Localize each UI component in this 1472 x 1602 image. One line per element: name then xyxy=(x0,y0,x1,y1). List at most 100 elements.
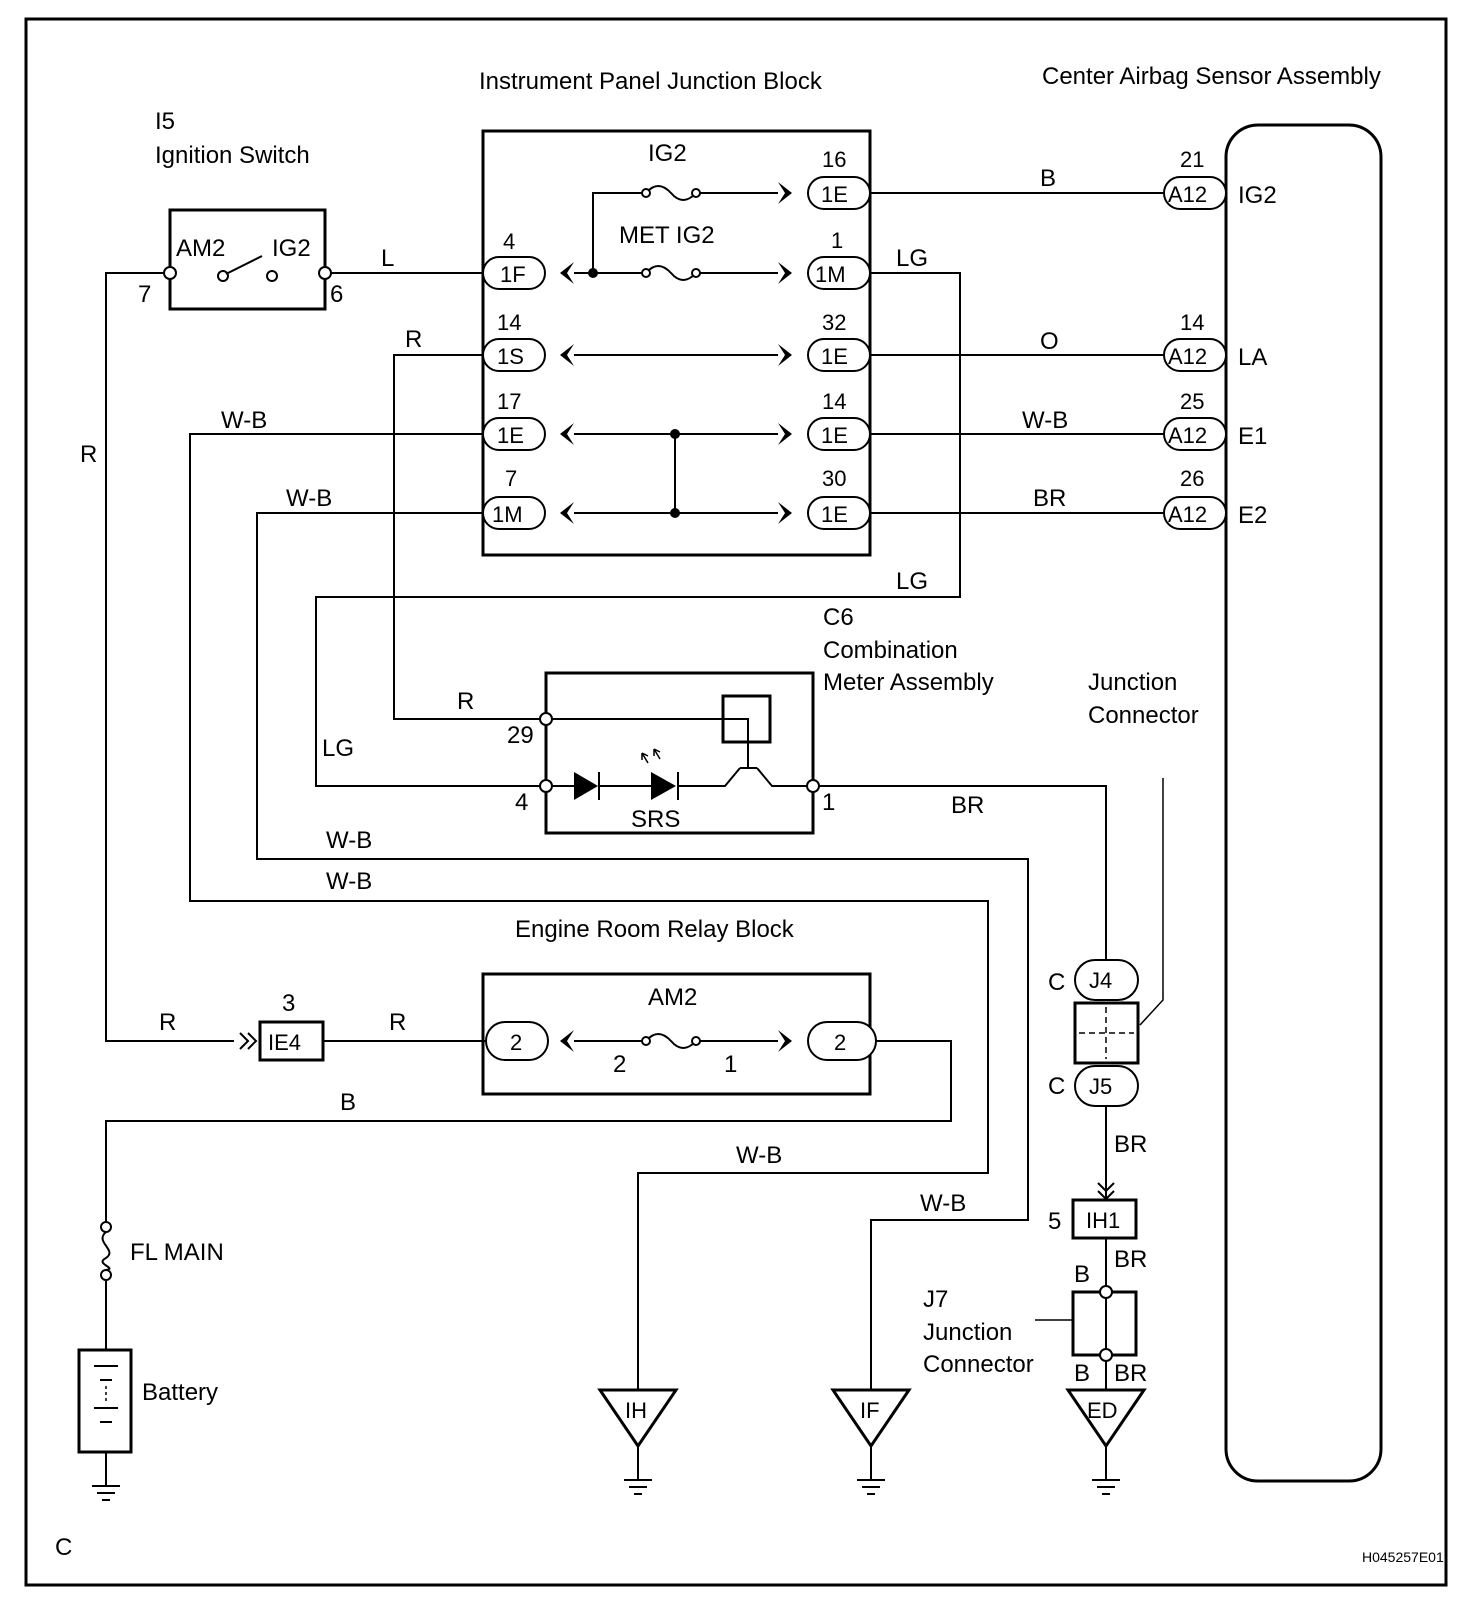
wire-label: W-B xyxy=(286,485,332,512)
svg-text:1M: 1M xyxy=(815,262,846,287)
junction-connector-j4-j5: Junction Connector J4 C J5 C xyxy=(1048,669,1199,1107)
svg-text:A12: A12 xyxy=(1168,182,1207,207)
airbag-pin-la: A12 14 LA xyxy=(1163,310,1267,372)
wire-label: W-B xyxy=(326,827,372,854)
svg-text:Junction: Junction xyxy=(923,1319,1012,1346)
wire-label: LG xyxy=(896,245,928,272)
svg-text:LA: LA xyxy=(1238,344,1267,371)
wire-label: B xyxy=(1040,165,1056,192)
svg-text:C: C xyxy=(1048,969,1065,996)
svg-text:14: 14 xyxy=(1180,310,1204,335)
fuse-am2-label: AM2 xyxy=(648,984,697,1011)
svg-text:32: 32 xyxy=(822,310,846,335)
airbag-pin-ig2: A12 21 IG2 xyxy=(1163,147,1277,210)
wire-label: W-B xyxy=(221,407,267,434)
ip-junction-block-title: Instrument Panel Junction Block xyxy=(479,68,823,95)
svg-text:1: 1 xyxy=(831,228,843,253)
meter-pin-1: 1 xyxy=(822,789,835,816)
wire-label: BR xyxy=(1114,1131,1147,1158)
connector-ie4: IE4 3 xyxy=(239,990,325,1062)
wire-label: R xyxy=(389,1009,406,1036)
wire-label: W-B xyxy=(326,868,372,895)
connector-1f: 1F 4 xyxy=(482,229,574,290)
meter-pin-29: 29 xyxy=(507,722,534,749)
wire-label: L xyxy=(381,245,394,272)
combination-meter-assembly: C6 Combination Meter Assembly 29 4 1 SRS xyxy=(507,604,994,835)
meter-pin-4: 4 xyxy=(515,789,528,816)
ignition-switch: I5 Ignition Switch AM2 IG2 7 6 xyxy=(138,108,343,311)
wires xyxy=(105,192,1164,1390)
ground-ih: IH xyxy=(597,1388,679,1495)
svg-text:1E: 1E xyxy=(821,423,848,448)
fuse-am2-pin-1: 1 xyxy=(724,1051,737,1078)
svg-text:J4: J4 xyxy=(1089,968,1112,993)
wire-label: R xyxy=(159,1009,176,1036)
wire-label: O xyxy=(1040,328,1059,355)
wire-label: LG xyxy=(322,735,354,762)
fuse-am2-pin-2: 2 xyxy=(613,1051,626,1078)
svg-text:1E: 1E xyxy=(821,344,848,369)
svg-text:16: 16 xyxy=(822,147,846,172)
fl-main-label: FL MAIN xyxy=(130,1239,224,1266)
fuse-ig2-label: IG2 xyxy=(648,140,687,167)
page-letter: C xyxy=(55,1534,72,1561)
connector-1m-7: 1M 7 xyxy=(482,466,574,530)
svg-text:IH: IH xyxy=(625,1398,647,1423)
srs-lamp-label: SRS xyxy=(631,806,680,833)
svg-text:26: 26 xyxy=(1180,466,1204,491)
svg-text:IH1: IH1 xyxy=(1086,1208,1120,1233)
combination-meter-name-1: Combination xyxy=(823,637,958,664)
instrument-panel-junction-block: Instrument Panel Junction Block IG2 MET … xyxy=(479,68,872,557)
wire-label: R xyxy=(457,688,474,715)
svg-text:1E: 1E xyxy=(821,502,848,527)
svg-text:IG2: IG2 xyxy=(1238,182,1277,209)
svg-text:BR: BR xyxy=(1114,1246,1147,1273)
wire-label: BR xyxy=(951,792,984,819)
airbag-sensor-title: Center Airbag Sensor Assembly xyxy=(1042,63,1381,90)
connector-1m-1: 1M 1 xyxy=(778,228,871,290)
svg-text:4: 4 xyxy=(503,229,515,254)
svg-text:17: 17 xyxy=(497,389,521,414)
wire-label: BR xyxy=(1033,485,1066,512)
junction-connector-label-2: Connector xyxy=(1088,702,1199,729)
wire-label: W-B xyxy=(736,1142,782,1169)
svg-text:1E: 1E xyxy=(497,423,524,448)
diagram-frame xyxy=(24,17,1448,1587)
wire-label: R xyxy=(80,441,97,468)
figure-id: H045257E01 xyxy=(1362,1549,1444,1565)
svg-text:A12: A12 xyxy=(1168,502,1207,527)
fl-main-fuse: FL MAIN xyxy=(100,1221,224,1281)
wire-label: R xyxy=(405,326,422,353)
svg-text:7: 7 xyxy=(505,466,517,491)
svg-text:BR: BR xyxy=(1114,1360,1147,1387)
wire-label: LG xyxy=(896,568,928,595)
relay-block-conn-left: 2 xyxy=(510,1030,522,1055)
battery: Battery xyxy=(77,1348,218,1501)
engine-room-relay-block: Engine Room Relay Block AM2 2 2 2 1 xyxy=(481,916,877,1096)
center-airbag-sensor-assembly: Center Airbag Sensor Assembly A12 21 IG2… xyxy=(1042,63,1383,1483)
svg-text:14: 14 xyxy=(822,389,846,414)
srs-lamp-led-icon xyxy=(651,772,676,800)
connector-ih1: IH1 5 xyxy=(1048,1182,1138,1240)
svg-text:30: 30 xyxy=(822,466,846,491)
ground-if: IF xyxy=(830,1388,912,1495)
svg-text:ED: ED xyxy=(1087,1398,1118,1423)
battery-label: Battery xyxy=(142,1379,218,1406)
splice-dot xyxy=(670,508,680,518)
svg-text:1S: 1S xyxy=(497,344,524,369)
splice-dot xyxy=(670,429,680,439)
connector-1e-14: 1E 14 xyxy=(778,389,871,451)
connector-1e-30: 1E 30 xyxy=(778,466,871,530)
junction-connector-label-1: Junction xyxy=(1088,669,1177,696)
svg-text:J5: J5 xyxy=(1089,1074,1112,1099)
svg-text:A12: A12 xyxy=(1168,344,1207,369)
wire-label: W-B xyxy=(920,1190,966,1217)
connector-1e-16: 1E 16 xyxy=(778,147,871,210)
connector-1e-32: 1E 32 xyxy=(778,310,871,372)
ignition-switch-pin-6: 6 xyxy=(330,281,343,308)
splice-dot xyxy=(588,268,598,278)
wire-label: W-B xyxy=(1022,407,1068,434)
svg-text:IF: IF xyxy=(860,1398,880,1423)
relay-block-conn-right: 2 xyxy=(834,1030,846,1055)
